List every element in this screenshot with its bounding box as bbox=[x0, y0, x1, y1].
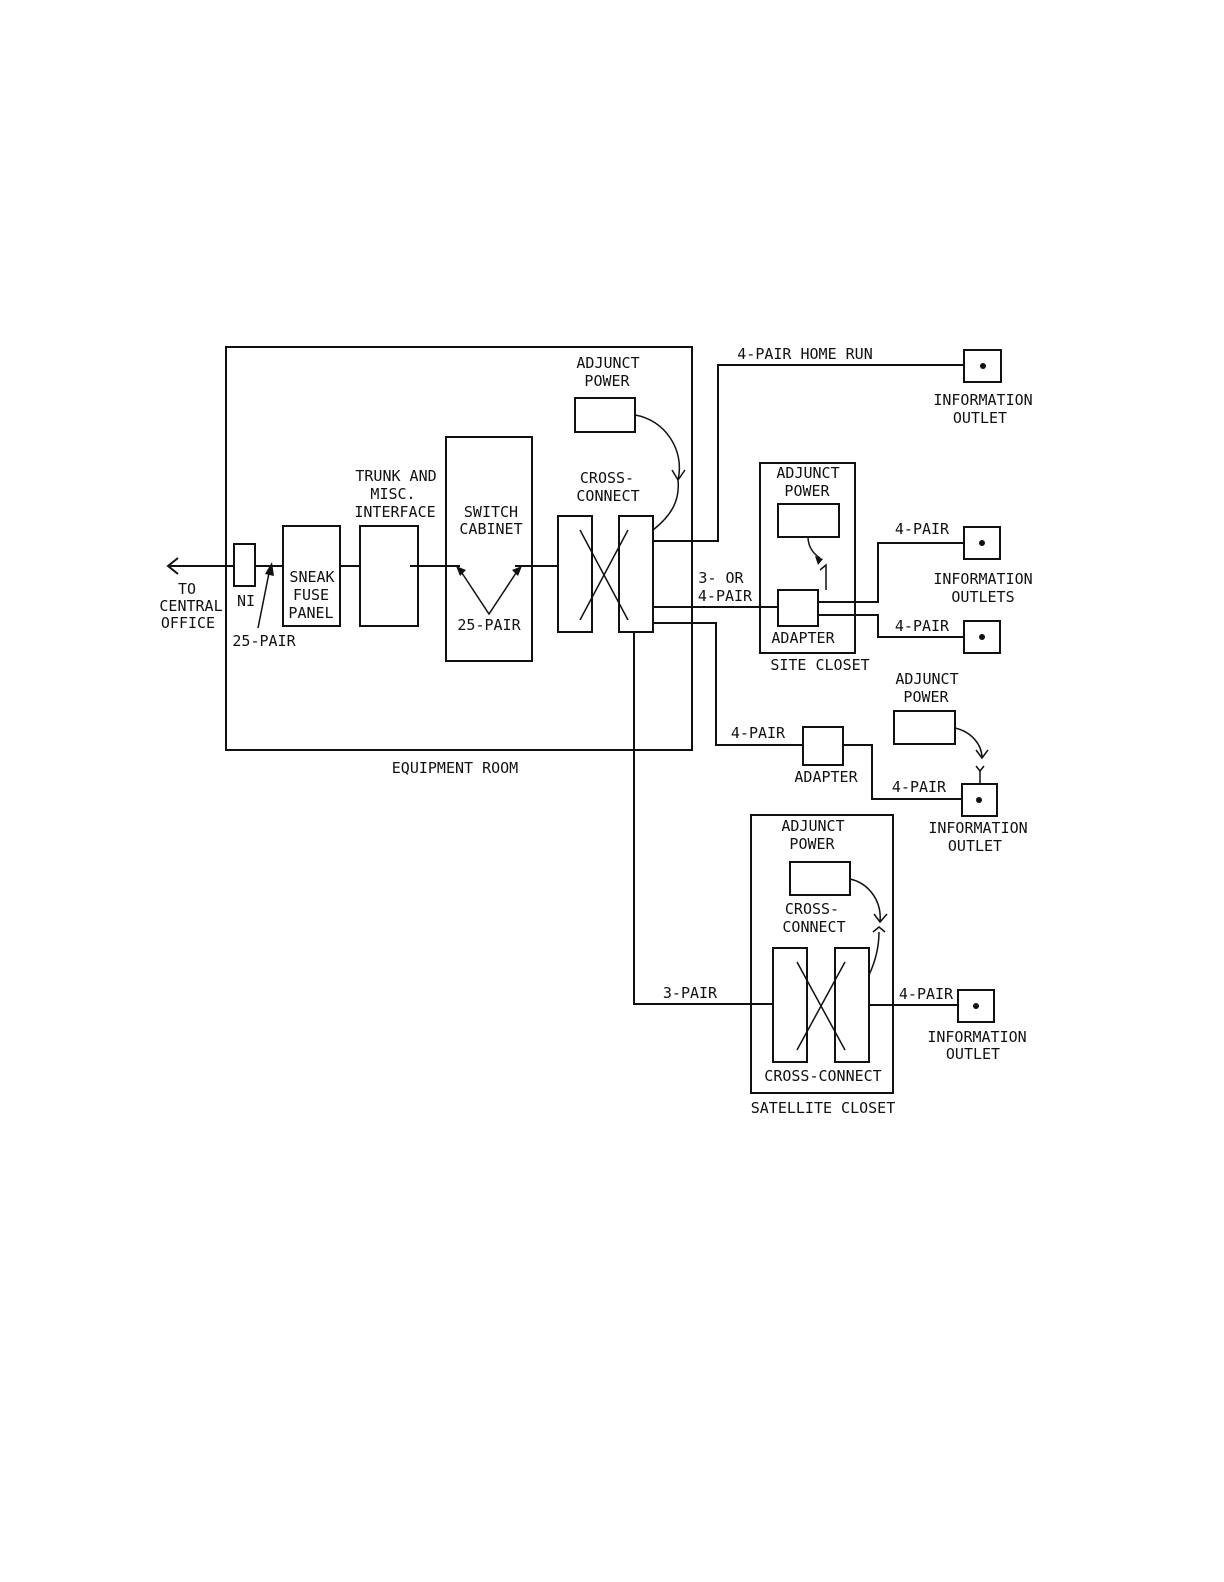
label-satellite-closet: SATELLITE CLOSET bbox=[751, 1099, 896, 1117]
label-adjunct-site: ADJUNCT bbox=[776, 464, 839, 482]
sat-crossconnect-right-block bbox=[834, 947, 870, 1063]
outlet-top-jack-icon bbox=[980, 363, 986, 369]
adjunct-mid-arrow-icon bbox=[975, 749, 989, 760]
equipment-room-frame bbox=[225, 346, 693, 751]
pair25-pointer bbox=[257, 567, 271, 629]
label-4-pair-sat: 4-PAIR bbox=[899, 985, 954, 1003]
label-interface: INTERFACE bbox=[354, 503, 435, 521]
home-run-line bbox=[653, 364, 964, 542]
label-4-pair-site-in: 4-PAIR bbox=[698, 587, 753, 605]
adjunct-site-cord bbox=[807, 536, 821, 559]
label-adjunct-sat: ADJUNCT bbox=[781, 817, 844, 835]
label-fuse: FUSE bbox=[293, 586, 329, 604]
label-4-pair-adapter-in: 4-PAIR bbox=[731, 724, 786, 742]
adjunct-site-plug-icon bbox=[819, 563, 827, 590]
trunk-interface-box bbox=[359, 525, 419, 627]
label-25-pair-switch: 25-PAIR bbox=[457, 616, 521, 634]
label-trunk-and: TRUNK AND bbox=[355, 467, 436, 485]
adjunct-main-feed bbox=[652, 479, 680, 531]
adjunct-sat-cord bbox=[849, 878, 881, 923]
site-outlet-bottom-line bbox=[818, 614, 964, 638]
switch-arrow-left-icon bbox=[456, 566, 466, 576]
adjunct-power-site-box bbox=[777, 503, 840, 538]
arrow-left-icon bbox=[166, 557, 179, 575]
label-outlets-site-2: OUTLETS bbox=[951, 588, 1014, 606]
label-central: CENTRAL bbox=[159, 597, 222, 615]
adjunct-power-main-box bbox=[574, 397, 636, 433]
label-connect-main: CONNECT bbox=[576, 487, 639, 505]
label-3-or: 3- OR bbox=[698, 569, 744, 587]
adjunct-mid-cord bbox=[954, 727, 983, 759]
switch-cabinet-box bbox=[445, 436, 533, 662]
label-switch: SWITCH bbox=[464, 503, 518, 521]
outlet-site-bottom-jack-icon bbox=[979, 634, 985, 640]
adjunct-sat-arrow-icon bbox=[873, 913, 888, 924]
adjunct-main-cord bbox=[634, 414, 681, 481]
label-4-pair-site-top: 4-PAIR bbox=[895, 520, 950, 538]
label-outlet-top-1: INFORMATION bbox=[933, 391, 1032, 409]
label-cross-main: CROSS- bbox=[580, 469, 634, 487]
ni-box bbox=[233, 543, 256, 587]
label-3-pair: 3-PAIR bbox=[663, 984, 718, 1002]
label-power-sat: POWER bbox=[789, 835, 835, 853]
adjunct-site-arrow-icon bbox=[815, 556, 823, 565]
label-4-pair-adapter-out: 4-PAIR bbox=[892, 778, 947, 796]
sat-crossconnect-x-line2 bbox=[796, 961, 846, 1051]
site-closet-frame bbox=[759, 462, 856, 654]
line-to-mid-adapter bbox=[653, 622, 803, 746]
label-4-pair-site-bottom: 4-PAIR bbox=[895, 617, 950, 635]
label-connect-sat: CONNECT bbox=[782, 918, 845, 936]
riser-line bbox=[633, 632, 773, 1005]
adapter-site-box bbox=[777, 589, 819, 627]
label-adapter-site: ADAPTER bbox=[771, 629, 835, 647]
label-to: TO bbox=[178, 580, 196, 598]
label-ni: NI bbox=[237, 592, 255, 610]
label-25-pair-left: 25-PAIR bbox=[232, 632, 296, 650]
label-adjunct-main: ADJUNCT bbox=[576, 354, 639, 372]
label-panel: PANEL bbox=[288, 604, 333, 622]
outlet-sat-jack-icon bbox=[973, 1003, 979, 1009]
outlet-site-top-jack-icon bbox=[979, 540, 985, 546]
outlet-mid-jack-icon bbox=[976, 797, 982, 803]
label-cross-sat: CROSS- bbox=[785, 900, 839, 918]
label-misc: MISC. bbox=[370, 485, 415, 503]
site-outlet-top-line bbox=[818, 542, 964, 603]
adapter-mid-box bbox=[802, 726, 844, 766]
label-outlet-mid-2: OUTLET bbox=[948, 837, 1002, 855]
label-outlet-sat-1: INFORMATION bbox=[927, 1028, 1026, 1046]
label-office: OFFICE bbox=[161, 614, 215, 632]
label-outlet-mid-1: INFORMATION bbox=[928, 819, 1027, 837]
adjunct-mid-plug-icon bbox=[975, 765, 985, 773]
crossconnect-left-block bbox=[557, 515, 593, 633]
sat-crossconnect-left-block bbox=[772, 947, 808, 1063]
label-cabinet: CABINET bbox=[459, 520, 522, 538]
sneak-fuse-panel-box bbox=[282, 525, 341, 627]
label-sneak: SNEAK bbox=[289, 568, 334, 586]
crossconnect-x-line2 bbox=[579, 529, 629, 621]
switch-v-path bbox=[459, 569, 519, 616]
label-site-closet: SITE CLOSET bbox=[770, 656, 869, 674]
label-power-main: POWER bbox=[584, 372, 630, 390]
label-home-run: 4-PAIR HOME RUN bbox=[737, 345, 872, 363]
line-adapter-to-outlet bbox=[843, 744, 962, 800]
label-adapter-mid: ADAPTER bbox=[794, 768, 858, 786]
adjunct-power-mid-box bbox=[893, 710, 956, 745]
label-power-site: POWER bbox=[784, 482, 830, 500]
label-outlet-top-2: OUTLET bbox=[953, 409, 1007, 427]
switch-arrow-right-icon bbox=[512, 566, 522, 576]
label-equipment-room: EQUIPMENT ROOM bbox=[392, 759, 518, 777]
label-adjunct-mid: ADJUNCT bbox=[895, 670, 958, 688]
label-power-mid: POWER bbox=[903, 688, 949, 706]
adjunct-sat-plug-icon bbox=[872, 926, 886, 933]
crossconnect-right-block bbox=[618, 515, 654, 633]
label-outlet-sat-2: OUTLET bbox=[946, 1045, 1000, 1063]
adjunct-power-sat-box bbox=[789, 861, 851, 896]
pointer-arrowhead-icon bbox=[265, 562, 274, 576]
adjunct-sat-feed bbox=[868, 931, 880, 976]
label-outlets-site-1: INFORMATION bbox=[933, 570, 1032, 588]
satellite-closet-frame bbox=[750, 814, 894, 1094]
label-cross-connect-sat-bottom: CROSS-CONNECT bbox=[764, 1067, 881, 1085]
